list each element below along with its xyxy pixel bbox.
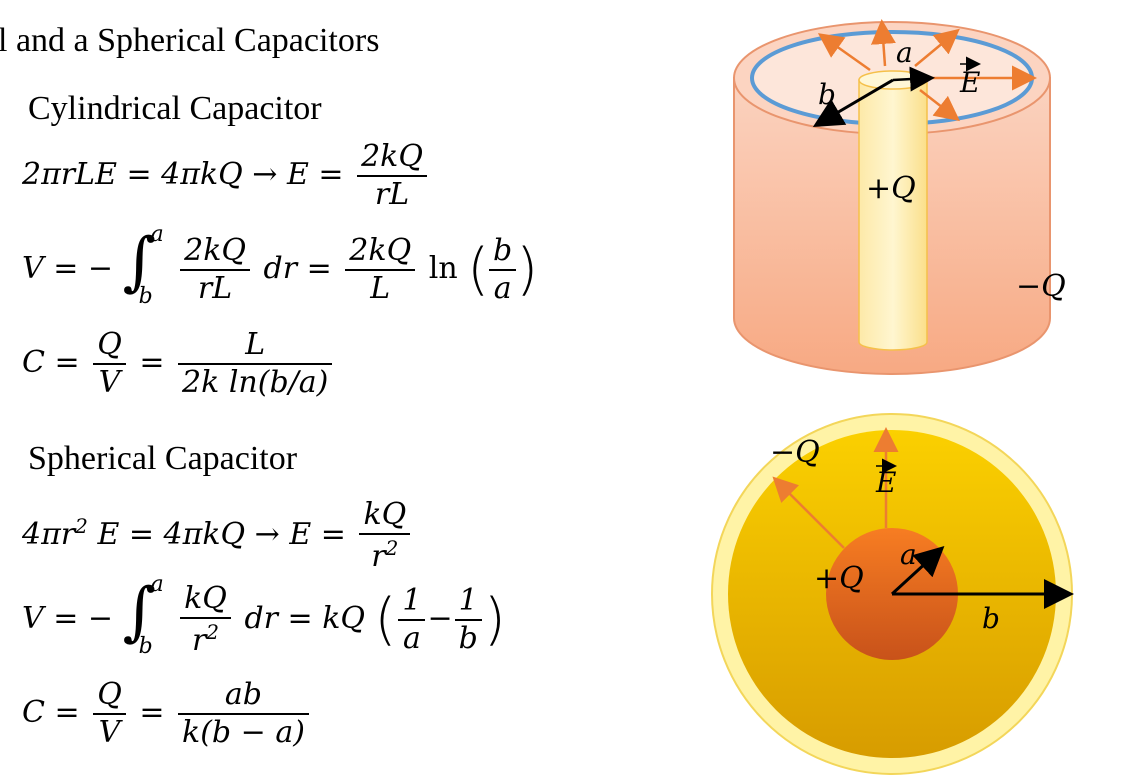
sph-eq1-lhs-a: 4πr <box>22 517 76 552</box>
cyl-eq3-den2: 2k ln(b/a) <box>182 365 329 400</box>
cyl-eq2-pnum: b <box>489 236 517 271</box>
sph-eq3-den: V <box>98 715 121 750</box>
sph-eq1-lhs-b: E = 4πkQ → E = <box>97 517 346 552</box>
field-arrows <box>817 19 1037 122</box>
cyl-eq1-lhs: 2πrLE = 4πkQ → E = <box>22 157 344 192</box>
integral-upper-limit: a <box>150 222 164 247</box>
integral-lower-limit: b <box>138 634 153 659</box>
label-plus-q: +Q <box>866 171 916 206</box>
cylindrical-gauss-equation: 2πrLE = 4πkQ → E = 2kQ rL <box>22 142 431 210</box>
cyl-eq1-fraction: 2kQ rL <box>357 142 427 210</box>
sph-eq2-den-wrap: r2 <box>180 619 231 656</box>
cyl-eq1-den: rL <box>374 177 410 212</box>
sph-eq2-fraction: kQ r2 <box>180 584 231 656</box>
cyl-eq3-den: V <box>98 365 121 400</box>
cyl-eq3-num: Q <box>93 330 126 365</box>
label-E: E <box>875 466 896 499</box>
radius-a-arrow <box>890 545 945 596</box>
sph-eq2-f2-num: 1 <box>454 586 482 621</box>
cylindrical-potential-equation: V = − ∫ a b 2kQ rL dr = 2kQ L ln ( b a ) <box>22 224 539 312</box>
sph-eq2-num: kQ <box>180 584 231 619</box>
inner-rod <box>858 79 928 351</box>
cyl-eq2-den: rL <box>197 271 233 306</box>
cyl-eq2-paren-fraction: b a <box>489 236 517 306</box>
cyl-eq2-den2: L <box>370 271 391 306</box>
integral-sign: ∫ a b <box>122 224 164 312</box>
label-b: b <box>982 602 1000 635</box>
cyl-eq2-fraction2: 2kQ L <box>345 236 416 306</box>
left-paren: ( <box>467 237 490 302</box>
sph-eq2-frac2: 1 b <box>454 586 482 656</box>
sph-eq2-dr: dr = kQ <box>244 601 365 636</box>
cyl-eq3-lhs: C = <box>22 345 80 380</box>
sph-eq2-f2-den: b <box>458 621 478 656</box>
spherical-capacitor-diagram: −Q E +Q a b <box>711 413 1074 775</box>
sph-eq2-f1-den: a <box>402 621 421 656</box>
integral-symbol: ∫ <box>122 225 156 299</box>
sph-eq1-den-sup: 2 <box>385 536 399 560</box>
cyl-eq2-dr: dr = <box>263 251 332 286</box>
spherical-potential-equation: V = − ∫ a b kQ r2 dr = kQ ( 1 a − 1 b ) <box>22 574 506 662</box>
label-minus-q: −Q <box>770 435 820 470</box>
cyl-eq2-fraction: 2kQ rL <box>180 236 250 304</box>
label-minus-q: −Q <box>1016 269 1066 304</box>
sph-eq2-lhs: V = − <box>22 601 114 636</box>
sph-eq2-frac1: 1 a <box>398 586 426 656</box>
label-a: a <box>900 538 917 571</box>
cyl-eq2-lhs: V = − <box>22 251 114 286</box>
sph-eq2-den-sup: 2 <box>206 620 220 644</box>
sph-eq2-den: r <box>191 623 207 658</box>
cylindrical-heading: Cylindrical Capacitor <box>28 90 322 127</box>
cyl-eq2-num2: 2kQ <box>345 236 416 271</box>
label-b: b <box>818 78 836 111</box>
sph-eq1-fraction: kQ r2 <box>359 500 411 572</box>
sph-eq2-minus: − <box>427 601 453 636</box>
right-paren: ) <box>483 587 506 652</box>
cyl-eq2-pden: a <box>493 271 512 306</box>
sph-eq3-den2: k(b − a) <box>182 715 305 750</box>
integral-sign: ∫ a b <box>122 574 164 662</box>
page-title: l and a Spherical Capacitors <box>0 22 380 59</box>
sph-eq3-num2: ab <box>178 680 309 715</box>
spherical-gauss-equation: 4πr2 E = 4πkQ → E = kQ r2 <box>22 500 414 572</box>
sph-eq3-fraction2: ab k(b − a) <box>178 680 309 748</box>
sph-eq1-sup: 2 <box>75 514 88 538</box>
sph-eq1-den-wrap: r2 <box>359 535 410 572</box>
spherical-capacitance-equation: C = Q V = ab k(b − a) <box>22 680 313 748</box>
sph-eq3-lhs: C = <box>22 695 80 730</box>
cyl-eq2-ln: ln <box>428 251 458 286</box>
cyl-eq3-fraction: Q V <box>93 330 126 398</box>
cyl-eq3-eq: = <box>139 345 165 380</box>
integral-symbol: ∫ <box>122 575 156 649</box>
left-paren: ( <box>374 587 397 652</box>
field-arrows <box>772 427 899 549</box>
spherical-heading: Spherical Capacitor <box>28 440 298 477</box>
integral-upper-limit: a <box>150 572 164 597</box>
cyl-eq3-fraction2: L 2k ln(b/a) <box>178 330 333 400</box>
sph-eq3-fraction: Q V <box>93 680 126 748</box>
sph-eq3-num: Q <box>93 680 126 715</box>
cyl-eq2-num: 2kQ <box>180 236 250 271</box>
integral-lower-limit: b <box>138 284 153 309</box>
cylindrical-capacitance-equation: C = Q V = L 2k ln(b/a) <box>22 330 336 398</box>
sph-eq2-f1-num: 1 <box>398 586 426 621</box>
sph-eq3-eq: = <box>139 695 165 730</box>
cyl-eq1-num: 2kQ <box>357 142 427 177</box>
sph-eq1-num: kQ <box>359 500 411 535</box>
cylindrical-capacitor-diagram: a b E +Q −Q <box>733 19 1066 375</box>
sph-eq1-den: r <box>371 539 386 574</box>
radius-b-arrow <box>812 78 894 128</box>
label-a: a <box>896 36 913 69</box>
right-paren: ) <box>516 237 539 302</box>
radius-a-arrow <box>892 66 935 92</box>
label-plus-q: +Q <box>814 561 864 596</box>
cyl-eq3-num2: L <box>178 330 333 365</box>
label-E: E <box>959 66 980 99</box>
